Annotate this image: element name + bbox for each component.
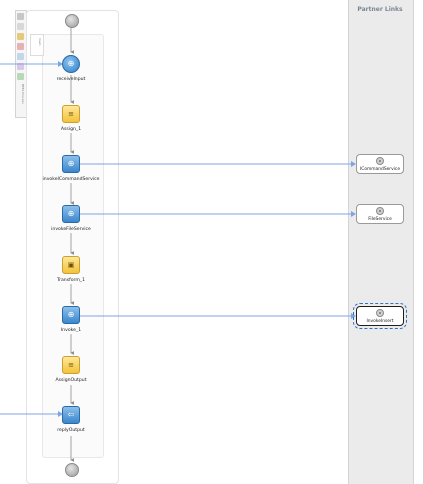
variables-icon[interactable] [17,33,24,40]
arrowhead-icon [351,161,356,167]
arrowhead-icon [351,313,356,319]
partner-link-label: ICommandService [359,167,401,172]
main-sequence [42,34,104,458]
invoke-activity[interactable]: ⊕ [62,306,80,324]
activity-label: Transform_1 [56,278,86,283]
arrowhead-icon [351,211,356,217]
invoke-activity[interactable]: ⊕ [62,155,80,173]
scope-tab[interactable] [30,34,44,56]
gear-icon [376,207,384,215]
gear-icon [376,157,384,165]
partner-link-label: FileService [368,217,392,222]
activity-label: receiveInput [56,77,86,82]
event-handler-icon[interactable] [17,53,24,60]
assign-activity[interactable]: ≡ [62,356,80,374]
partner-link-fileservice[interactable]: FileService [356,204,404,224]
scope-label: main [38,38,42,46]
activity-label: invokeICommandService [42,177,100,182]
arrowhead-icon [58,411,63,417]
partner-link-icommandservice[interactable]: ICommandService [356,154,404,174]
activity-label: AssignOutput [55,378,87,383]
toolbar-label: BPEL Process [21,84,25,104]
reply-icon: ⇦ [67,410,75,419]
invoke-activity[interactable]: ⊕ [62,205,80,223]
activity-label: Assign_1 [60,127,82,132]
reply-activity[interactable]: ⇦ [62,406,80,424]
invoke-icon: ⊕ [67,310,75,319]
assign-activity[interactable]: ≡ [62,105,80,123]
receive-activity[interactable]: ⊕ [62,55,80,73]
correlation-icon[interactable] [17,63,24,70]
end-node[interactable] [65,463,79,477]
start-node[interactable] [65,14,79,28]
properties-icon[interactable] [17,73,24,80]
partner-link-invokeinsert[interactable]: InvokeInsert [353,303,407,329]
fault-handler-icon[interactable] [17,43,24,50]
activity-label: invokeFileService [51,227,91,232]
partner-links-title: Partner Links [357,6,403,13]
invoke-icon: ⊕ [67,209,75,218]
arrowhead-icon [58,61,63,67]
transform-activity[interactable]: ▣ [62,256,80,274]
collapse-icon[interactable] [17,13,24,20]
expand-icon[interactable] [17,23,24,30]
gear-icon [376,309,384,317]
transform-icon: ▣ [67,260,75,269]
partner-link-label: InvokeInsert [366,319,394,324]
activity-label: Invoke_1 [60,328,82,333]
assign-icon: ≡ [68,360,74,369]
invoke-icon: ⊕ [67,159,75,168]
activity-label: replyOutput [57,428,85,433]
assign-icon: ≡ [68,109,74,118]
receive-icon: ⊕ [67,59,75,68]
partner-links-panel [348,0,414,484]
